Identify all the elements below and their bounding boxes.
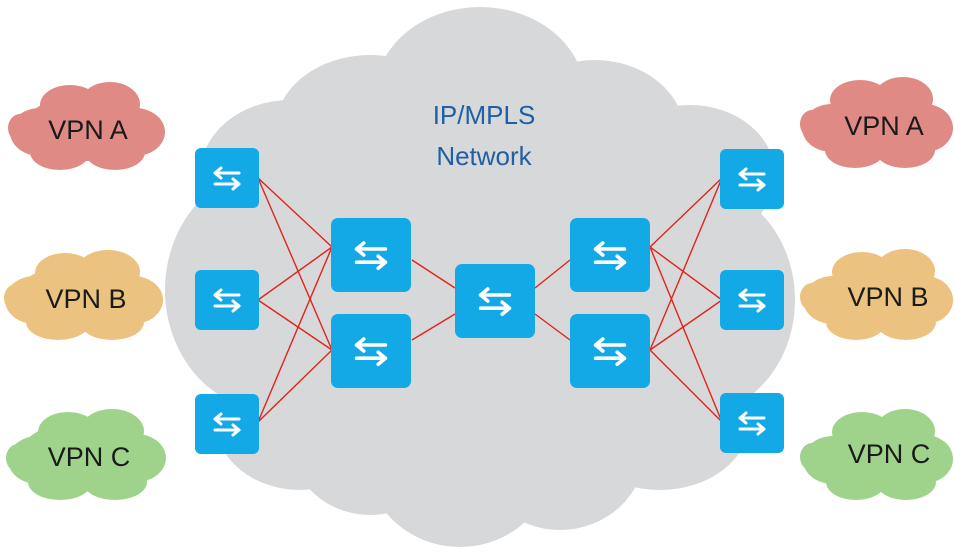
vpn-cloud-right-b: VPN B (800, 249, 953, 340)
vpn-label: VPN A (48, 115, 128, 145)
vpn-cloud-left-a: VPN A (8, 82, 165, 170)
links (257, 177, 723, 423)
link (257, 349, 333, 423)
vpn-label: VPN A (844, 111, 924, 141)
link (257, 246, 333, 301)
vpn-label: VPN C (848, 439, 931, 469)
switch-icon[interactable] (570, 314, 650, 388)
core-title-line2: Network (436, 141, 532, 171)
link (534, 313, 571, 341)
core-title-line1: IP/MPLS (433, 100, 536, 130)
link (649, 246, 723, 301)
switch-icon[interactable] (195, 148, 259, 208)
switches (195, 148, 784, 454)
link (257, 246, 333, 423)
switch-icon[interactable] (720, 149, 784, 209)
vpn-cloud-left-b: VPN B (4, 250, 163, 340)
link (257, 177, 333, 248)
switch-icon[interactable] (331, 218, 411, 292)
link (649, 246, 723, 423)
link (257, 177, 333, 351)
link (534, 259, 571, 289)
switch-icon[interactable] (720, 270, 784, 330)
link (411, 313, 456, 341)
link (649, 177, 723, 248)
link (649, 349, 723, 423)
switch-icon[interactable] (455, 264, 535, 338)
link (649, 299, 723, 351)
vpn-cloud-right-a: VPN A (800, 77, 953, 168)
vpn-cloud-right-c: VPN C (800, 409, 953, 500)
switch-icon[interactable] (720, 393, 784, 453)
switch-icon[interactable] (570, 218, 650, 292)
link (257, 299, 333, 351)
vpn-cloud-left-c: VPN C (6, 409, 166, 500)
vpn-label: VPN C (48, 442, 131, 472)
link (649, 177, 723, 351)
switch-icon[interactable] (331, 314, 411, 388)
vpn-label: VPN B (45, 284, 126, 314)
vpn-label: VPN B (847, 282, 928, 312)
switch-icon[interactable] (195, 394, 259, 454)
link (411, 259, 456, 289)
switch-icon[interactable] (195, 270, 259, 330)
